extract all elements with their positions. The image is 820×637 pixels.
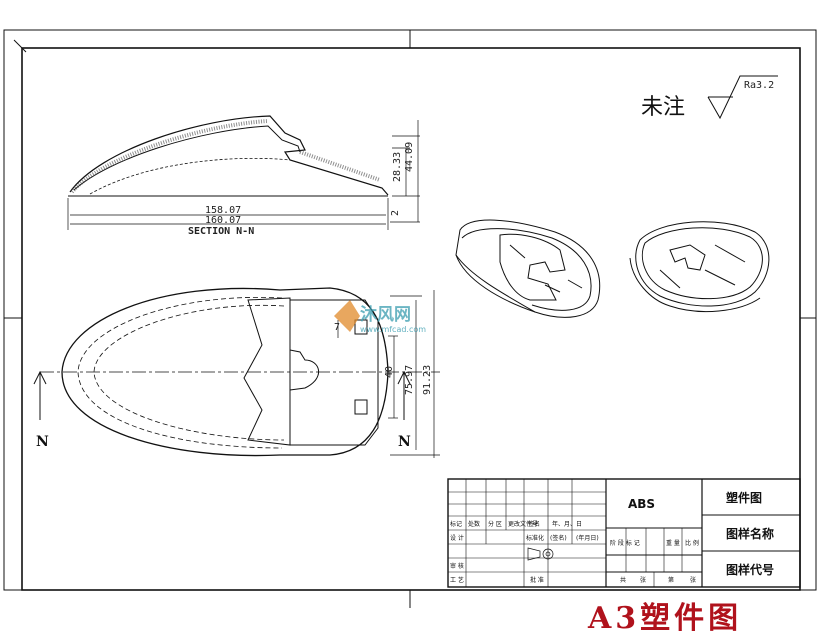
tb-sheet-no: 第 bbox=[668, 576, 674, 584]
tb-rev-h5: 年、月、日 bbox=[552, 520, 582, 528]
section-label: SECTION N-N bbox=[188, 226, 254, 237]
tb-rev-h3: 更改文件号 bbox=[508, 520, 538, 528]
watermark-text: 沐风网 bbox=[360, 305, 411, 325]
tb-drawing-type: 塑件图 bbox=[726, 490, 762, 505]
roughness-note: 未注 Ra3.2 bbox=[641, 75, 778, 120]
dim-44: 44.09 bbox=[404, 142, 415, 172]
tb-drawing-code: 图样代号 bbox=[726, 562, 774, 577]
tb-approve: 批 准 bbox=[530, 576, 544, 584]
tb-review: 审 核 bbox=[450, 562, 464, 570]
tb-standard: 标准化 bbox=[526, 534, 544, 542]
roughness-value: Ra3.2 bbox=[744, 80, 774, 91]
dim-160: 160.07 bbox=[205, 215, 241, 226]
tb-material: ABS bbox=[628, 497, 655, 511]
dim-75: 75.97 bbox=[404, 365, 415, 395]
frame bbox=[3, 29, 817, 608]
dim-40: 40 bbox=[384, 366, 395, 378]
projection-symbol bbox=[527, 547, 554, 561]
watermark: 沐风网 www.mfcad.com bbox=[334, 300, 426, 334]
tb-process: 工 艺 bbox=[450, 576, 464, 584]
tb-rev-h4: 签名 bbox=[528, 520, 540, 528]
watermark-url: www.mfcad.com bbox=[360, 325, 426, 334]
dim-158: 158.07 bbox=[205, 205, 241, 216]
iso-view-left bbox=[455, 219, 601, 318]
dim-28: 28.33 bbox=[392, 152, 403, 182]
tb-rev-h2: 分 区 bbox=[488, 520, 502, 528]
tb-date: (年月日) bbox=[576, 534, 599, 542]
dim-7: 7 bbox=[334, 322, 340, 333]
tb-rev-h0: 标记 bbox=[450, 520, 462, 528]
cut-label-right: N bbox=[398, 434, 411, 450]
tb-sheet-unit2: 张 bbox=[690, 576, 696, 584]
tb-design: 设 计 bbox=[450, 534, 464, 542]
note-label: 未注 bbox=[641, 95, 685, 120]
sheet-title: A3塑件图 bbox=[587, 601, 742, 636]
tb-stage: 阶 段 标 记 bbox=[610, 539, 640, 547]
tb-weight: 重 量 bbox=[666, 539, 680, 547]
tb-sheet-total: 共 bbox=[620, 576, 626, 584]
iso-view-right bbox=[629, 221, 770, 313]
dim-wall: 2 bbox=[390, 210, 401, 216]
tb-drawing-name: 图样名称 bbox=[726, 526, 774, 541]
tb-rev-h1: 处数 bbox=[468, 520, 480, 528]
section-view bbox=[67, 115, 420, 230]
plan-view bbox=[33, 287, 440, 458]
dim-91: 91.23 bbox=[422, 365, 433, 395]
title-block bbox=[447, 478, 801, 588]
cut-label-left: N bbox=[36, 434, 49, 450]
tb-sign: (签名) bbox=[550, 534, 567, 542]
tb-sheet-unit1: 张 bbox=[640, 576, 646, 584]
tb-scale: 比 例 bbox=[685, 539, 699, 547]
